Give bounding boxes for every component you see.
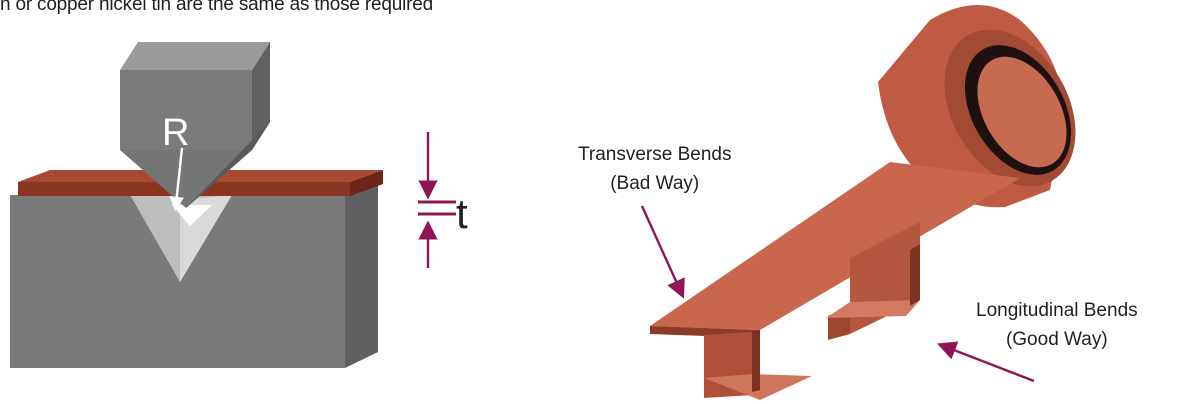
- radius-pointer-arrow: [169, 147, 184, 212]
- copper-strip-illustration: [650, 5, 1076, 400]
- cropped-caption-text: n or copper nickel tin are the same as t…: [0, 0, 433, 15]
- bend-punch: [120, 42, 270, 208]
- longitudinal-bends-line1: Longitudinal Bends: [976, 300, 1138, 321]
- thickness-indicator: [418, 132, 456, 268]
- longitudinal-bends-line2: (Good Way): [1005, 329, 1108, 350]
- longitudinal-arrow: [937, 341, 1035, 383]
- transverse-bends-label: Transverse Bends (Bad Way): [578, 140, 731, 198]
- radius-label: R: [162, 112, 190, 154]
- die-block: [10, 178, 378, 368]
- longitudinal-bends-label: Longitudinal Bends (Good Way): [976, 296, 1138, 354]
- transverse-bends-line1: Transverse Bends: [578, 144, 732, 165]
- transverse-arrow: [640, 205, 685, 299]
- transverse-bends-line2: (Bad Way): [610, 173, 700, 194]
- thickness-label: t: [456, 190, 468, 237]
